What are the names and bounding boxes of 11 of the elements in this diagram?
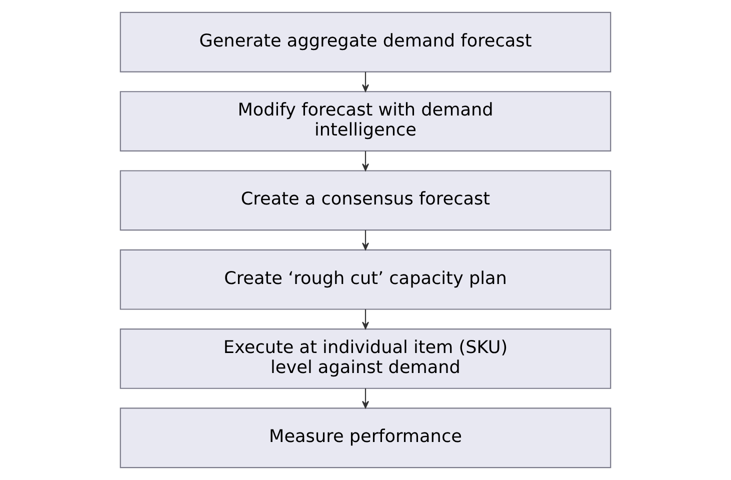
arrow <box>362 309 370 330</box>
arrow <box>362 388 370 408</box>
node-box: Create a consensus forecast <box>120 170 612 231</box>
arrow <box>362 151 370 171</box>
node-box: Modify forecast with demand intelligence <box>120 91 612 152</box>
node-box: Generate aggregate demand forecast <box>120 12 612 72</box>
arrow <box>362 230 370 250</box>
node-box: Measure performance <box>120 408 612 468</box>
arrow <box>362 72 370 92</box>
node-box: Execute at individual item (SKU) level against demand <box>120 328 612 389</box>
node-box: Create ‘rough cut’ capacity plan <box>120 249 612 310</box>
